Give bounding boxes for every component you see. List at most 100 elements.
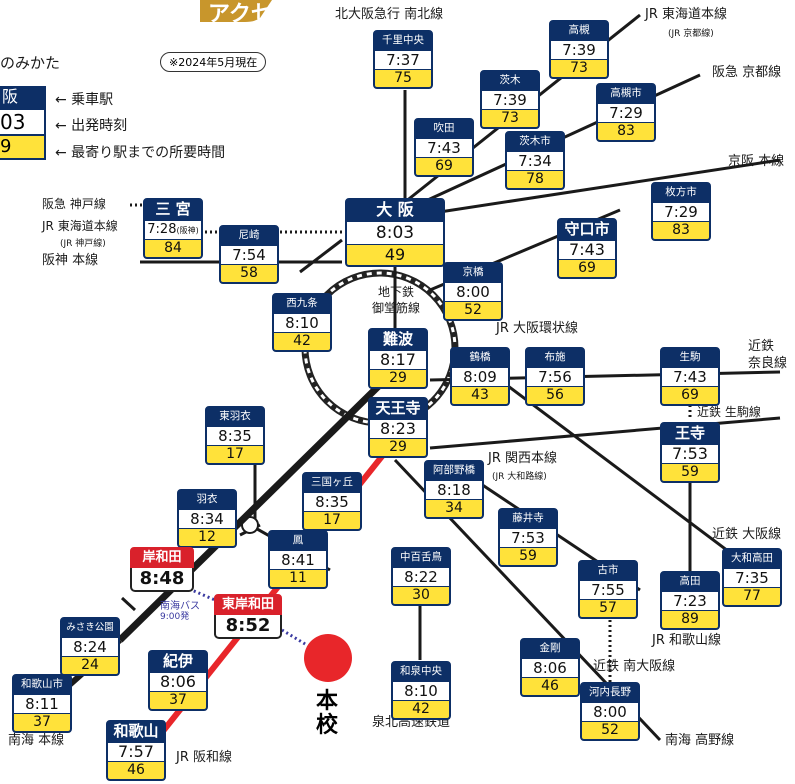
departure-time: 7:39 (549, 41, 609, 59)
station-name: 和泉中央 (391, 661, 451, 682)
legend-desc-time: ← 出発時刻 (55, 118, 128, 134)
travel-minutes: 29 (368, 438, 428, 458)
station-name: 阿部野橋 (424, 460, 484, 481)
departure-time: 8:11 (12, 695, 72, 713)
departure-time: 8:22 (391, 568, 451, 586)
station-name: みさき公園 (60, 617, 120, 638)
station-name: 河内長野 (580, 682, 640, 703)
station-name: 京橋 (443, 262, 503, 283)
departure-time: 7:28(阪神) (143, 221, 203, 239)
line-label-jr-tokaido-sub: (JR 京都線) (668, 29, 714, 39)
travel-minutes: 57 (578, 599, 638, 619)
station-name: 羽衣 (177, 489, 237, 510)
departure-time: 8:09 (450, 368, 510, 386)
travel-minutes: 73 (480, 109, 540, 129)
line-label-jr-kansai: JR 関西本線 (488, 451, 557, 466)
departure-time: 8:00 (580, 703, 640, 721)
line-label-jr-wakayama: JR 和歌山線 (652, 633, 721, 648)
legend-time: 03 (0, 108, 46, 136)
station-name: 布施 (525, 347, 585, 368)
travel-minutes: 75 (373, 69, 433, 89)
departure-time: 8:34 (177, 510, 237, 528)
travel-minutes: 30 (391, 586, 451, 606)
departure-time: 7:55 (578, 581, 638, 599)
nankai-main-line (117, 367, 398, 643)
station-name: 岸和田 (130, 547, 194, 568)
travel-minutes: 69 (414, 157, 474, 177)
travel-minutes: 11 (268, 569, 328, 589)
line-label-kita-osaka: 北大阪急行 南北線 (335, 7, 444, 22)
travel-minutes: 17 (302, 511, 362, 531)
station-name: 吹田 (414, 118, 474, 139)
line-label-hanshin: 阪神 本線 (42, 253, 99, 268)
line-label-hankyu-kyoto: 阪急 京都線 (712, 65, 782, 80)
travel-minutes: 59 (498, 547, 558, 567)
destination-label: 本校 (316, 689, 339, 738)
station-name: 金剛 (520, 638, 580, 659)
travel-minutes: 37 (148, 691, 208, 711)
departure-time: 7:54 (219, 246, 279, 264)
station-name: 三 宮 (143, 198, 203, 221)
line-label-jr-hanwa: JR 阪和線 (176, 750, 232, 765)
travel-minutes: 52 (580, 721, 640, 741)
departure-time: 7:39 (480, 91, 540, 109)
departure-time: 7:56 (525, 368, 585, 386)
legend-title: のみかた (0, 54, 61, 72)
station-name: 大 阪 (345, 198, 445, 222)
departure-time: 7:43 (557, 241, 617, 259)
station-name: 鶴橋 (450, 347, 510, 368)
line-label-kintetsu-nara: 近鉄 (748, 339, 775, 354)
legend-desc-station: ← 乗車駅 (55, 92, 114, 108)
station-name: 大和高田 (722, 548, 782, 569)
departure-time: 7:53 (660, 445, 720, 463)
travel-minutes: 42 (272, 332, 332, 352)
line-label-kintetsu-osaka: 近鉄 大阪線 (712, 527, 782, 542)
departure-time: 7:29 (651, 203, 711, 221)
station-name: 紀伊 (148, 650, 208, 673)
departure-time: 7:23 (660, 592, 720, 610)
page-title: アクセス (208, 2, 295, 27)
station-name: 守口市 (557, 218, 617, 241)
station-name: 藤井寺 (498, 508, 558, 529)
departure-time: 8:10 (272, 314, 332, 332)
line-label-nankai-bus-time: 9:00発 (160, 612, 190, 622)
